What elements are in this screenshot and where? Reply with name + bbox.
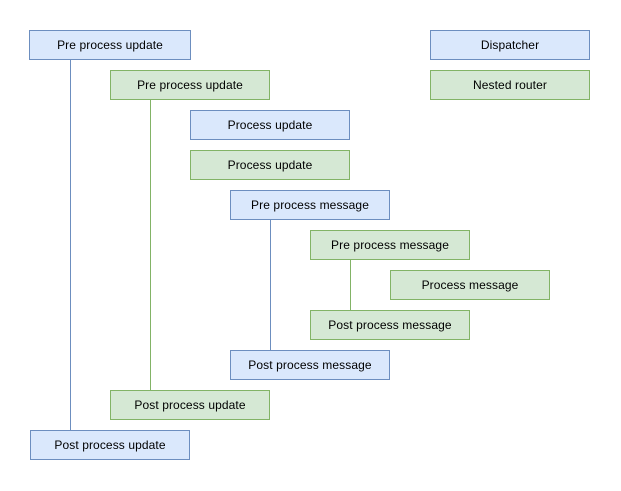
edge-pre-post-process-message-nested (350, 260, 351, 310)
legend-item-dispatcher[interactable]: Dispatcher (430, 30, 590, 60)
node-pre-process-message-dispatcher[interactable]: Pre process message (230, 190, 390, 220)
node-pre-process-update-dispatcher[interactable]: Pre process update (29, 30, 191, 60)
edge-pre-post-process-update-nested (150, 100, 151, 390)
node-pre-process-update-nested[interactable]: Pre process update (110, 70, 270, 100)
node-process-message-nested[interactable]: Process message (390, 270, 550, 300)
node-process-update-nested[interactable]: Process update (190, 150, 350, 180)
legend-item-nested-router[interactable]: Nested router (430, 70, 590, 100)
edge-pre-post-process-message-dispatcher (270, 220, 271, 350)
node-process-update-dispatcher[interactable]: Process update (190, 110, 350, 140)
node-pre-process-message-nested[interactable]: Pre process message (310, 230, 470, 260)
node-post-process-message-dispatcher[interactable]: Post process message (230, 350, 390, 380)
node-post-process-message-nested[interactable]: Post process message (310, 310, 470, 340)
edge-pre-post-process-update-dispatcher (70, 60, 71, 430)
node-post-process-update-dispatcher[interactable]: Post process update (30, 430, 190, 460)
node-post-process-update-nested[interactable]: Post process update (110, 390, 270, 420)
